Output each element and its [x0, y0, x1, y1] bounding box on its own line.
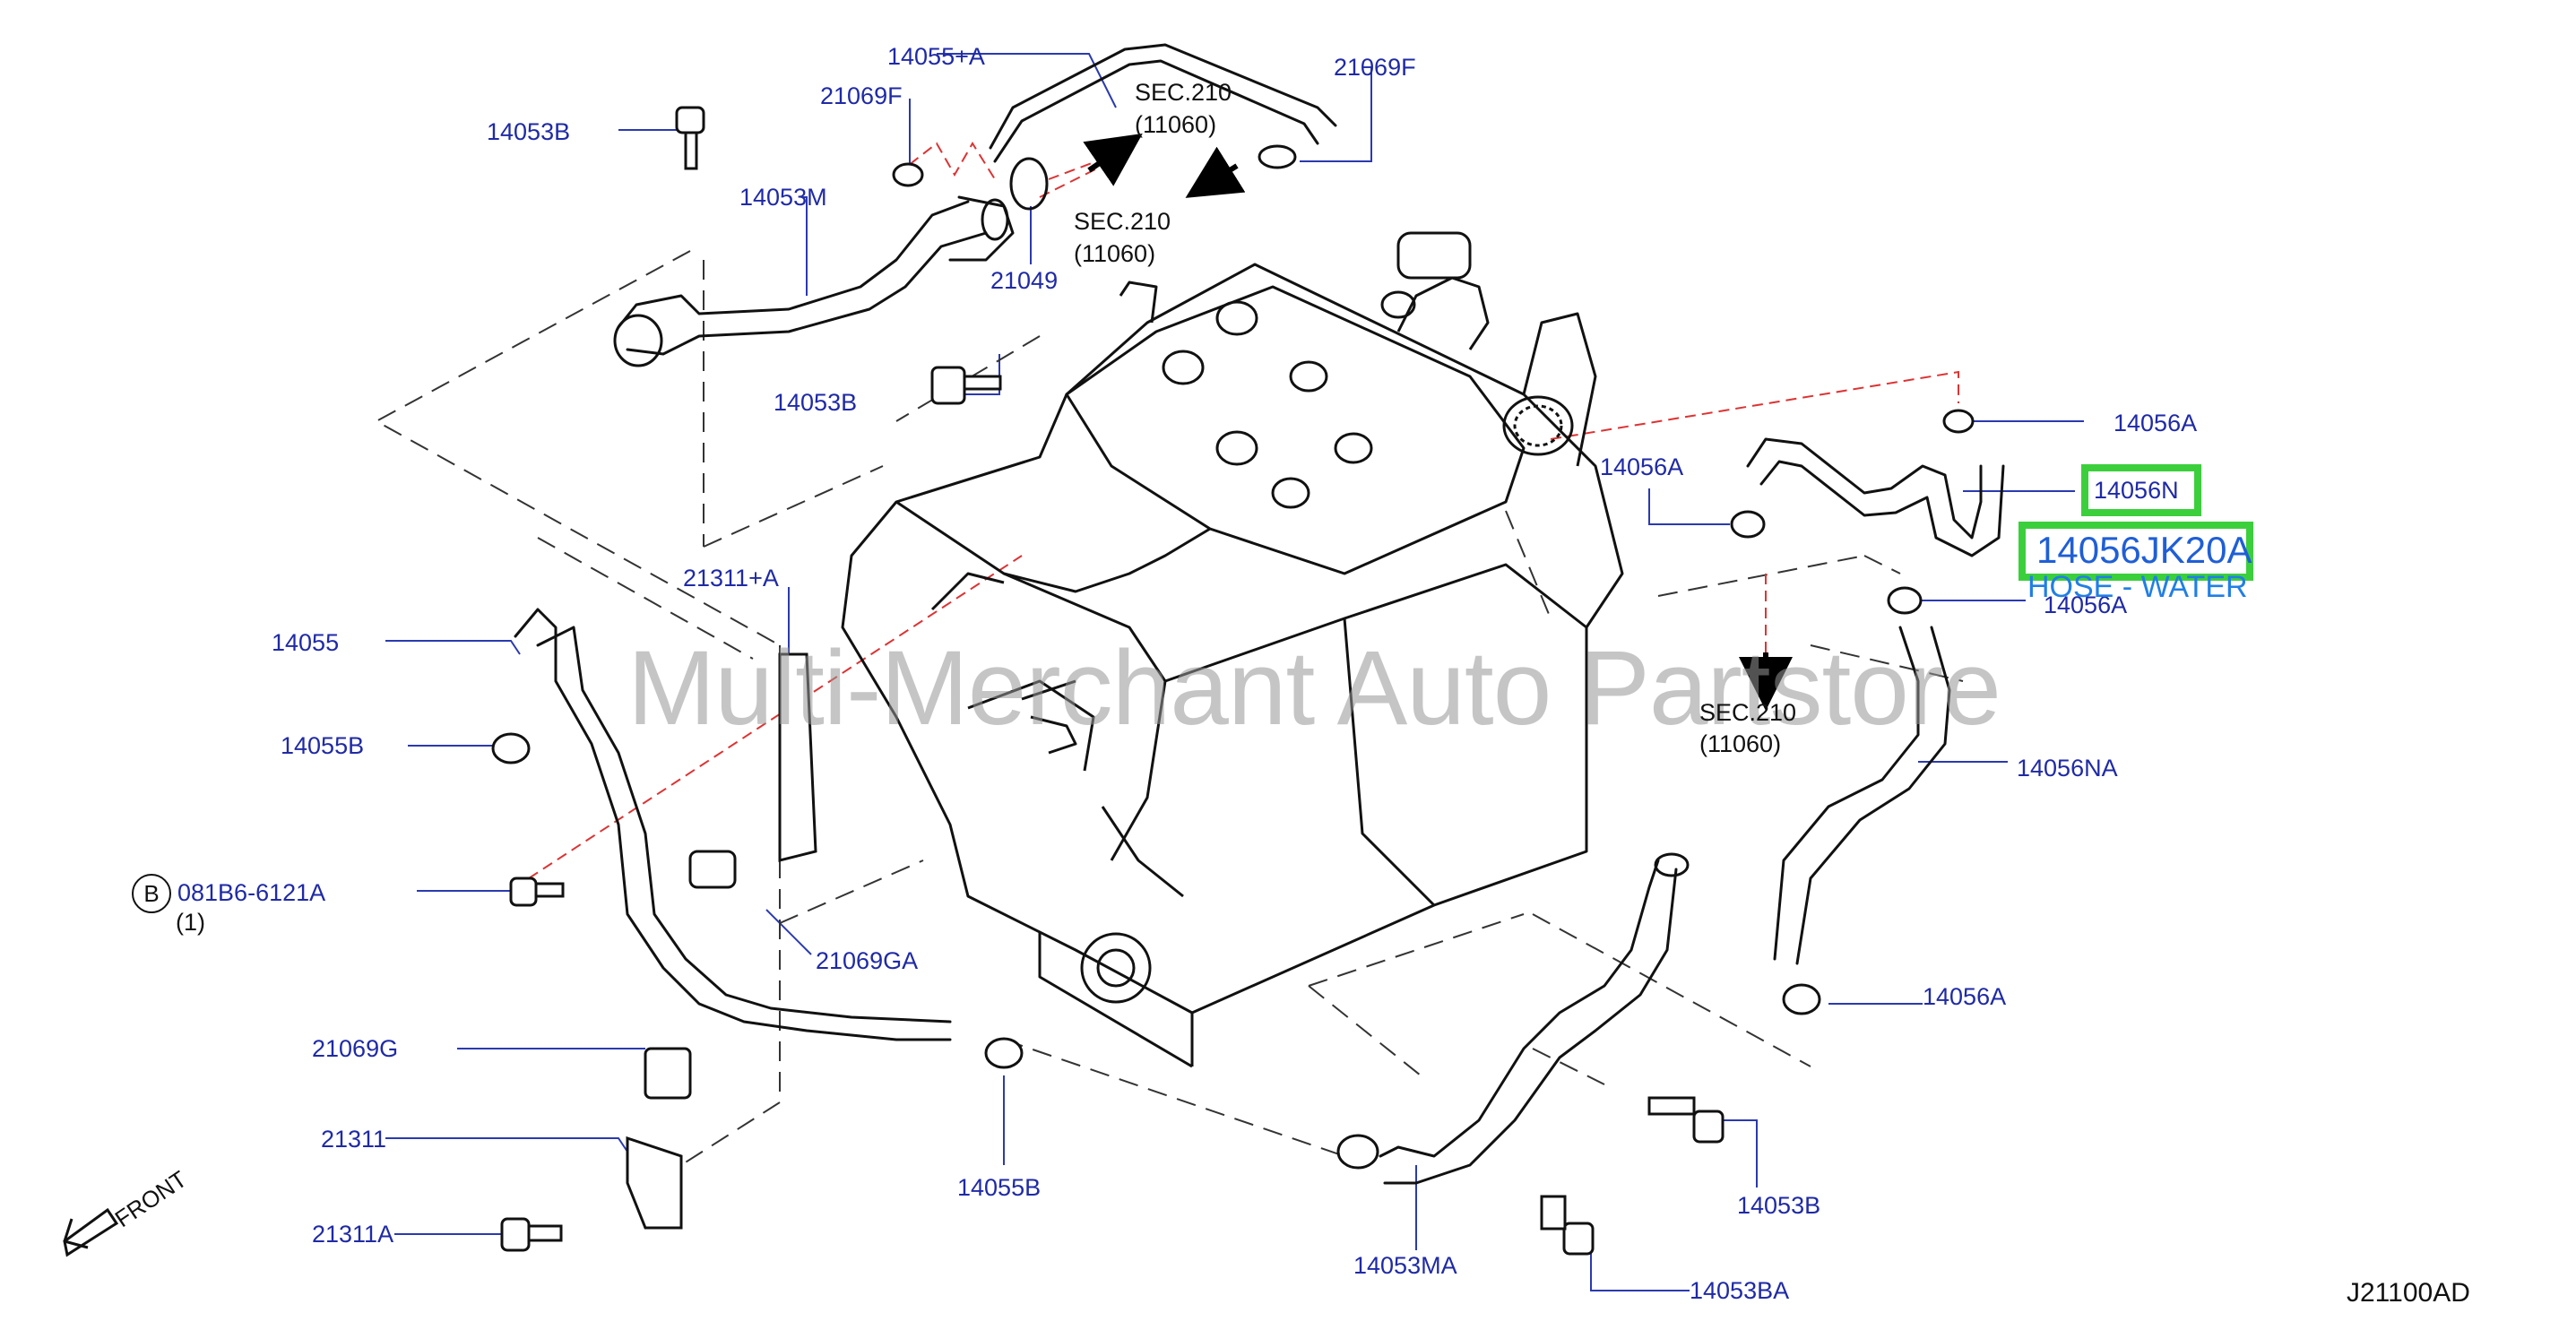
- highlight-part-number[interactable]: 14056JK20A: [2036, 529, 2252, 571]
- label-14056a-2: 14056A: [1600, 453, 1684, 480]
- engine-block-art: [841, 263, 1624, 1068]
- label-081b6-6121a: 081B6-6121A: [177, 879, 326, 906]
- label-21311a: 21311A: [312, 1221, 394, 1248]
- label-14056a-3: 14056A: [2044, 592, 2128, 618]
- sec-ref-1-line2: (11060): [1135, 111, 1217, 138]
- label-21069g: 21069G: [312, 1035, 399, 1062]
- label-14053b-mid: 14053B: [774, 389, 858, 416]
- sec-ref-2-line2: (11060): [1074, 240, 1156, 267]
- sec-ref-3-line2: (11060): [1699, 730, 1782, 757]
- label-21069f-top: 21069F: [820, 82, 903, 109]
- label-14056n: 14056N: [2094, 477, 2179, 504]
- watermark: Multi-Merchant Auto Partstore: [627, 629, 2001, 747]
- highlight-box-part-number[interactable]: [2018, 522, 2253, 581]
- label-14055-plus-a: 14055+A: [887, 43, 985, 70]
- direction-arrows: [1083, 134, 1793, 711]
- label-qty-1: (1): [176, 909, 205, 936]
- sec-ref-3-line1: SEC.210: [1699, 699, 1797, 726]
- label-14053b-bottom: 14053B: [1737, 1192, 1821, 1219]
- hoses-art: [514, 43, 2005, 1185]
- label-14056a-1: 14056A: [2114, 410, 2198, 436]
- label-21311: 21311: [321, 1126, 387, 1153]
- label-21069f-right: 21069F: [1334, 54, 1416, 81]
- label-14053m: 14053M: [739, 184, 827, 211]
- label-14056a-4: 14056A: [1923, 983, 2007, 1010]
- front-arrow-icon: [63, 1207, 119, 1257]
- highlight-part-description: HOSE - WATER: [2027, 570, 2248, 604]
- diagram-code: J21100AD: [2347, 1278, 2470, 1308]
- sec-ref-1-line1: SEC.210: [1135, 79, 1232, 106]
- label-21049: 21049: [990, 267, 1059, 294]
- callout-b-circle: B: [132, 874, 171, 913]
- label-21069ga: 21069GA: [816, 947, 919, 974]
- assembly-lines: [374, 250, 1964, 1166]
- label-14055: 14055: [272, 629, 340, 656]
- label-14055b-left: 14055B: [281, 732, 365, 759]
- label-21311-plus-a: 21311+A: [683, 565, 779, 592]
- fittings-art: [491, 106, 1975, 1256]
- label-14053b-top: 14053B: [487, 118, 571, 145]
- label-14056na: 14056NA: [2017, 755, 2118, 782]
- sec-ref-2-line1: SEC.210: [1074, 208, 1171, 235]
- highlight-box-14056n[interactable]: [2081, 464, 2201, 516]
- label-14053ba: 14053BA: [1690, 1277, 1790, 1304]
- label-14055b-bottom: 14055B: [957, 1174, 1042, 1201]
- label-14053ma: 14053MA: [1353, 1252, 1457, 1279]
